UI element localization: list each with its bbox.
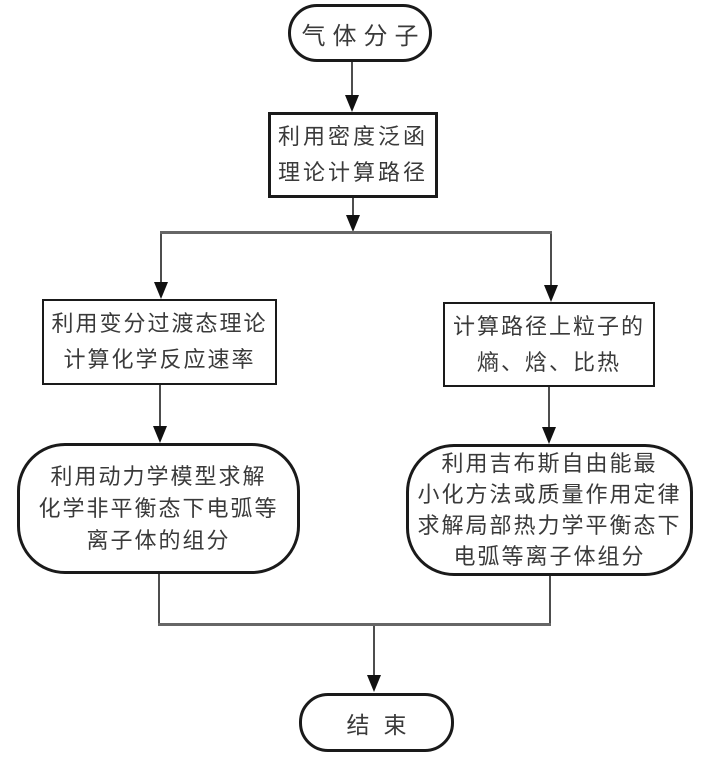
- branch-merge-line: [158, 623, 551, 626]
- connector-gibbs-to-merge: [549, 576, 551, 625]
- result-node-gibbs-minimization: 利用吉布斯自由能最 小化方法或质量作用定律 求解局部热力学平衡态下 电弧等离子体…: [406, 444, 693, 576]
- arrowhead-vtst-to-kinetic-model: [153, 426, 167, 443]
- result-node-kinetic-model: 利用动力学模型求解 化学非平衡态下电弧等 离子体的组分: [17, 443, 300, 574]
- process-node-dft-path: 利用密度泛函 理论计算路径: [268, 112, 438, 198]
- arrowhead-split-to-particle-properties: [544, 285, 558, 302]
- connector-merge-to-end: [373, 626, 375, 676]
- start-node-gas-molecules: 气体分子: [288, 4, 432, 62]
- process-node-particle-properties: 计算路径上粒子的 熵、焓、比热: [443, 302, 655, 387]
- process-node-vtst-reaction-rate: 利用变分过渡态理论 计算化学反应速率: [42, 299, 277, 385]
- end-node: 结束: [299, 693, 454, 752]
- arrowhead-split-to-vtst: [154, 282, 168, 299]
- connector-vtst-to-kinetic-model: [159, 385, 161, 427]
- connector-particle-properties-to-gibbs: [548, 387, 550, 428]
- connector-split-to-vtst: [160, 234, 162, 283]
- branch-split-line: [160, 231, 552, 234]
- connector-split-to-particle-properties: [550, 234, 552, 286]
- arrowhead-start-to-dft: [345, 95, 359, 112]
- arrowhead-particle-properties-to-gibbs: [542, 427, 556, 444]
- arrowhead-dft-to-split: [346, 215, 360, 232]
- connector-start-to-dft: [351, 62, 353, 96]
- arrowhead-merge-to-end: [367, 675, 381, 692]
- connector-dft-to-split: [352, 198, 354, 216]
- connector-kinetic-model-to-merge: [158, 574, 160, 625]
